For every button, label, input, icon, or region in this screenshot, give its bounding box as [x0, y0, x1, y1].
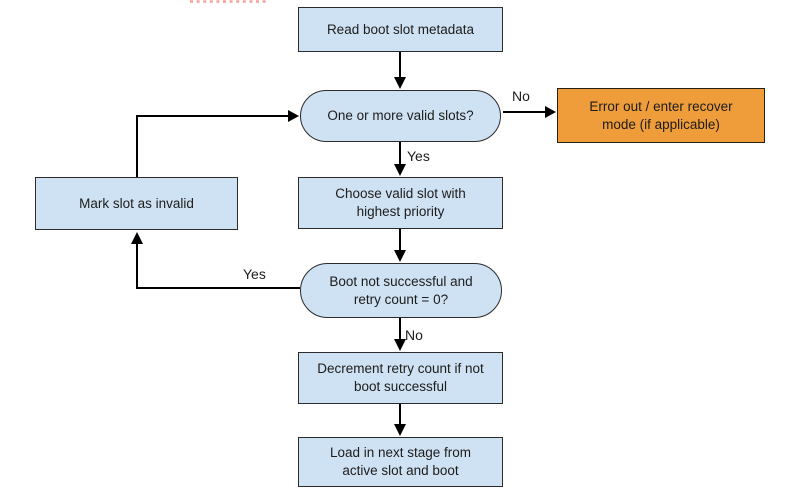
node-label: Mark slot as invalid	[79, 195, 194, 211]
arrow-valid-to-choose	[394, 142, 406, 176]
arrow-mark-to-valid	[136, 110, 299, 177]
node-error-out-recover-mode: Error out / enter recover mode (if appli…	[557, 88, 765, 143]
node-mark-slot-invalid: Mark slot as invalid	[35, 177, 238, 230]
arrow-valid-to-error	[503, 106, 556, 118]
node-one-or-more-valid-slots: One or more valid slots?	[300, 90, 501, 142]
node-label: Boot not successful and retry count = 0?	[329, 273, 473, 307]
node-label: Load in next stage from active slot and …	[329, 445, 472, 478]
arrow-decrement-to-load	[394, 404, 406, 436]
node-decrement-retry-count: Decrement retry count if not boot succes…	[298, 352, 503, 404]
node-label: One or more valid slots?	[327, 108, 474, 124]
edge-label-no-to-decrement: No	[405, 327, 423, 343]
node-label: Choose valid slot with highest priority	[335, 186, 466, 219]
edge-label-yes-to-mark-invalid: Yes	[243, 266, 266, 282]
arrow-retry-to-mark	[131, 232, 300, 289]
arrow-read-to-valid	[394, 52, 406, 89]
node-choose-valid-slot: Choose valid slot with highest priority	[298, 177, 503, 229]
edge-label-no-to-error: No	[512, 88, 530, 104]
edge-label-yes-to-choose: Yes	[407, 148, 430, 164]
node-boot-not-successful-retry: Boot not successful and retry count = 0?	[300, 263, 502, 318]
node-label: Error out / enter recover mode (if appli…	[589, 98, 733, 132]
node-load-next-stage: Load in next stage from active slot and …	[298, 437, 503, 487]
node-read-boot-slot-metadata: Read boot slot metadata	[298, 7, 503, 52]
arrow-choose-to-retry	[394, 229, 406, 262]
node-label: Read boot slot metadata	[326, 21, 475, 37]
node-label: Decrement retry count if not boot succes…	[317, 361, 484, 394]
